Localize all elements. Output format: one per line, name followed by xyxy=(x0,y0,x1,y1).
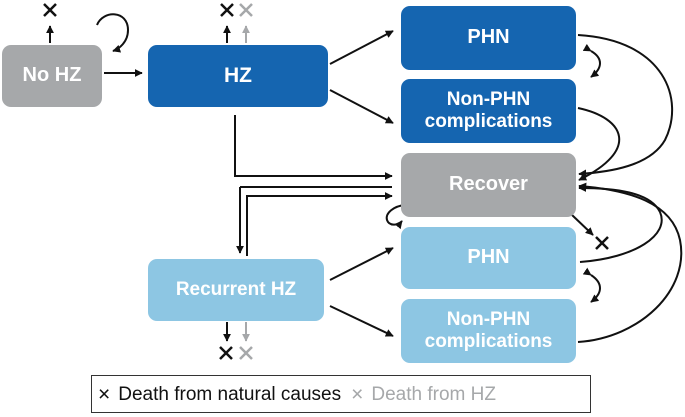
hz-death-legend-label: Death from HZ xyxy=(371,383,496,405)
hz-node: HZ xyxy=(148,45,328,107)
no-hz-death-mark xyxy=(43,3,57,17)
recover-node: Recover xyxy=(401,153,576,217)
recover-self-loop xyxy=(385,204,406,230)
hz-death-legend-mark: × xyxy=(351,382,364,406)
recurrent-to-phn-arrow xyxy=(329,247,394,281)
natural-death-legend-mark: × xyxy=(98,382,111,406)
no-hz-node: No HZ xyxy=(2,45,102,107)
nonphn-bottom-node: Non-PHN complications xyxy=(401,299,576,363)
phn-nonphn-bottom-link xyxy=(582,267,601,303)
no-hz-self-loop xyxy=(96,13,130,53)
phn-nonphn-top-link xyxy=(582,43,601,78)
phn-bottom-to-recover-arrow xyxy=(578,184,663,263)
phn-top-node: PHN xyxy=(401,6,576,70)
hz-hz-death-mark xyxy=(239,3,253,17)
phn-bottom-node: PHN xyxy=(401,227,576,289)
recover-death-arrow xyxy=(571,214,594,236)
natural-death-legend-label: Death from natural causes xyxy=(118,383,342,405)
hz-to-phn-arrow xyxy=(329,30,394,65)
nonphn-top-node: Non-PHN complications xyxy=(401,79,576,143)
recurrent-hz-node: Recurrent HZ xyxy=(148,259,324,321)
hz-to-nonphn-arrow xyxy=(329,89,394,124)
recurrent-to-recover-arrow xyxy=(246,192,393,256)
hz-natural-death-mark xyxy=(220,3,234,17)
phn-top-to-recover-arrow xyxy=(577,34,674,178)
legend: × Death from natural causes × Death from… xyxy=(91,375,591,413)
recurrent-hz-death-mark xyxy=(239,346,253,360)
recover-death-mark xyxy=(595,236,609,250)
hz-to-recover-arrow xyxy=(234,115,393,180)
recurrent-to-nonphn-arrow xyxy=(329,305,394,337)
nonphn-top-to-recover-arrow xyxy=(577,107,621,181)
nonphn-bottom-to-recover-arrow xyxy=(577,182,683,343)
recurrent-natural-death-mark xyxy=(219,346,233,360)
